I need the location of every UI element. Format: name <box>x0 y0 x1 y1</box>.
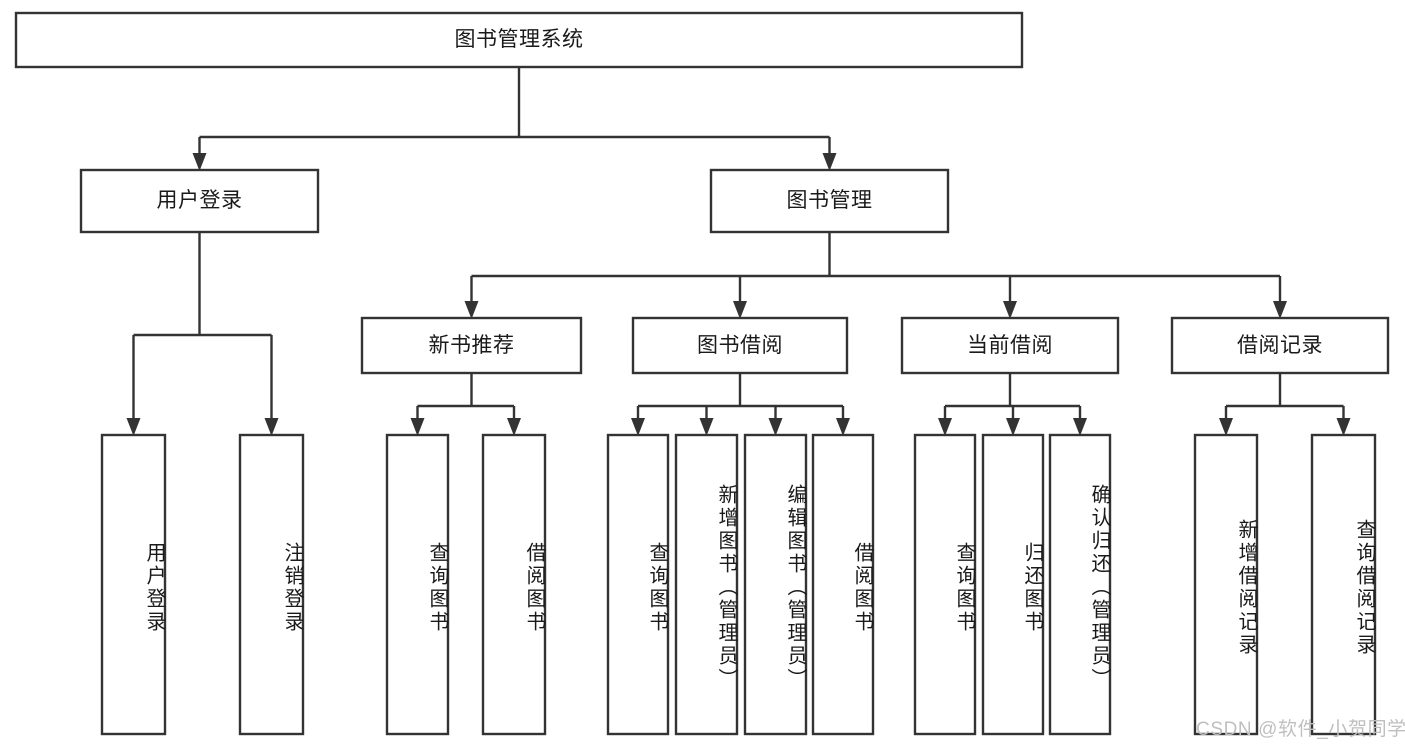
node-box-leaf-query-record[interactable] <box>1310 433 1377 736</box>
node-box-leaf-return-book[interactable] <box>981 433 1045 736</box>
node-box-leaf-query-book-3[interactable] <box>913 433 977 736</box>
node-box-leaf-query-book-2[interactable] <box>606 433 670 736</box>
node-box-leaf-add-record[interactable] <box>1193 433 1259 736</box>
node-box-leaf-edit-book[interactable] <box>743 433 808 736</box>
node-box-leaf-logout[interactable] <box>238 433 305 736</box>
node-box-leaf-user-login[interactable] <box>100 433 167 736</box>
node-box-book-borrow[interactable] <box>631 316 849 375</box>
node-box-new-book-rec[interactable] <box>360 316 583 375</box>
node-box-book-manage[interactable] <box>709 168 950 234</box>
node-box-root[interactable] <box>14 11 1024 69</box>
node-box-current-borrow[interactable] <box>900 316 1120 375</box>
node-box-leaf-add-book[interactable] <box>674 433 739 736</box>
node-box-leaf-borrow-book-2[interactable] <box>811 433 875 736</box>
node-box-leaf-confirm-return[interactable] <box>1048 433 1112 736</box>
node-box-borrow-record[interactable] <box>1170 316 1390 375</box>
node-box-user-login[interactable] <box>79 168 320 234</box>
node-box-leaf-query-book-1[interactable] <box>385 433 450 736</box>
node-box-leaf-borrow-book-1[interactable] <box>481 433 547 736</box>
